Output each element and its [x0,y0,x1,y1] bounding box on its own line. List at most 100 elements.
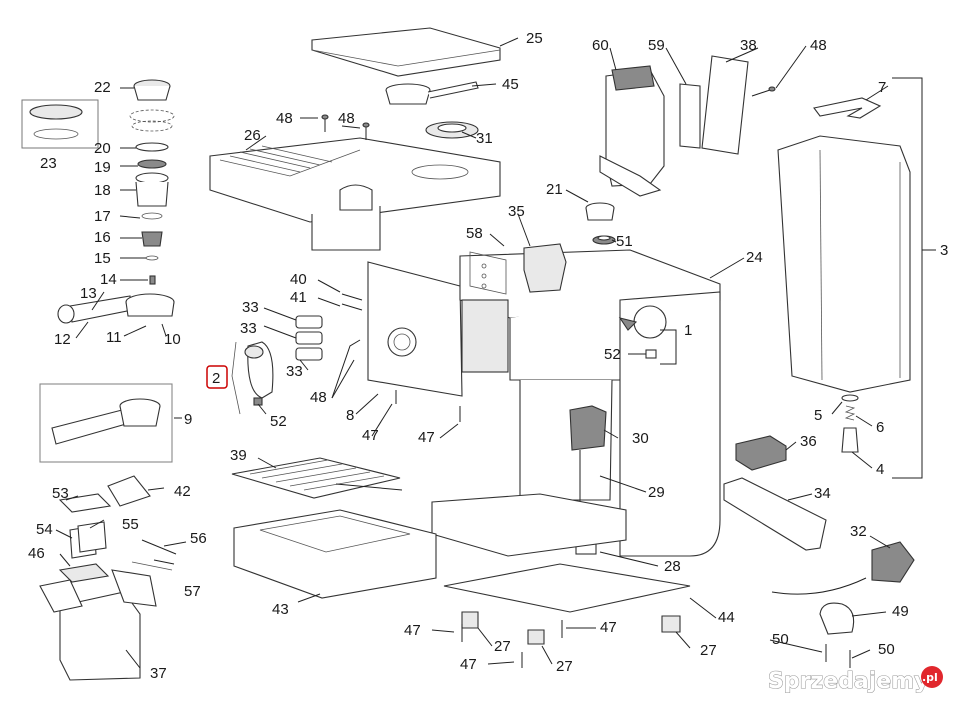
tamper-disc-part [425,121,479,139]
label-2: 2 [212,370,220,387]
label-48-c: 48 [310,389,327,406]
clamp-49 [819,602,855,635]
gasket-box [21,99,99,149]
label-29: 29 [648,484,665,501]
label-47-b: 47 [418,429,435,446]
label-27-b: 27 [556,658,573,675]
label-46: 46 [28,545,45,562]
panel-38 [701,55,749,155]
label-55: 55 [122,516,139,533]
group-head-stack [129,79,175,285]
label-52-b: 52 [604,346,621,363]
label-30: 30 [632,430,649,447]
label-49: 49 [892,603,909,620]
power-cable-32 [771,541,915,595]
label-47-c: 47 [404,622,421,639]
drip-base-28 [431,493,627,557]
feet-27 [461,611,681,645]
label-13: 13 [80,285,97,302]
label-25: 25 [526,30,543,47]
label-58: 58 [466,225,483,242]
label-48-a: 48 [276,110,293,127]
label-47-a: 47 [362,427,379,444]
label-10: 10 [164,331,181,348]
label-1: 1 [684,322,692,339]
front-panel-8 [367,261,463,397]
valve-parts [841,394,859,453]
label-32: 32 [850,523,867,540]
label-4: 4 [876,461,884,478]
leader-lines [55,37,936,669]
label-22: 22 [94,79,111,96]
label-8: 8 [346,407,354,424]
label-33-a: 33 [242,299,259,316]
label-40: 40 [290,271,307,288]
label-59: 59 [648,37,665,54]
label-50-b: 50 [878,641,895,658]
lid-part [311,27,501,77]
label-39: 39 [230,447,247,464]
label-16: 16 [94,229,111,246]
label-38: 38 [740,37,757,54]
label-48-d: 48 [810,37,827,54]
label-57: 57 [184,583,201,600]
label-7: 7 [878,79,886,96]
label-42: 42 [174,483,191,500]
label-14: 14 [100,271,117,288]
label-17: 17 [94,208,111,225]
label-35: 35 [508,203,525,220]
screw-48-top-a [321,114,329,132]
ring-51 [592,235,616,245]
screws-47-bottom [395,390,563,668]
label-37: 37 [150,665,167,682]
label-9: 9 [184,411,192,428]
label-41: 41 [290,289,307,306]
label-34: 34 [814,485,831,502]
portafilter-9 [51,398,161,445]
label-50-a: 50 [772,631,789,648]
housing-60 [599,65,665,197]
label-54: 54 [36,521,53,538]
label-36: 36 [800,433,817,450]
panel-58 [469,251,507,295]
label-47-d: 47 [600,619,617,636]
screw-48-right [751,86,776,97]
label-6: 6 [876,419,884,436]
label-43: 43 [272,601,289,618]
part-59 [679,83,701,149]
label-19: 19 [94,159,111,176]
label-5: 5 [814,407,822,424]
label-18: 18 [94,182,111,199]
bracket-7 [813,97,882,119]
label-60: 60 [592,37,609,54]
label-21: 21 [546,181,563,198]
watermark-logo: Sprzedajemy .pl [767,666,943,695]
part-21 [585,202,615,221]
label-48-b: 48 [338,110,355,127]
switches-33 [295,315,323,361]
label-33-b: 33 [240,320,257,337]
label-20: 20 [94,140,111,157]
box-37 [39,569,157,681]
packaging-items [58,475,177,583]
label-28: 28 [664,558,681,575]
label-51: 51 [616,233,633,250]
label-27-c: 27 [700,642,717,659]
label-31: 31 [476,130,493,147]
grate-39 [231,457,401,499]
top-cover-part [209,137,501,251]
label-12: 12 [54,331,71,348]
scoop-part [385,81,479,105]
label-11: 11 [106,329,122,346]
watermark-tld: .pl [922,671,938,684]
label-15: 15 [94,250,111,267]
label-27-a: 27 [494,638,511,655]
watermark-brand: Sprzedajemy [768,669,929,694]
highlight-box-2 [206,365,228,389]
label-23: 23 [40,155,57,172]
screw-48-top-b [362,122,370,140]
label-47-e: 47 [460,656,477,673]
label-26: 26 [244,127,261,144]
steam-knob-2 [231,341,274,415]
